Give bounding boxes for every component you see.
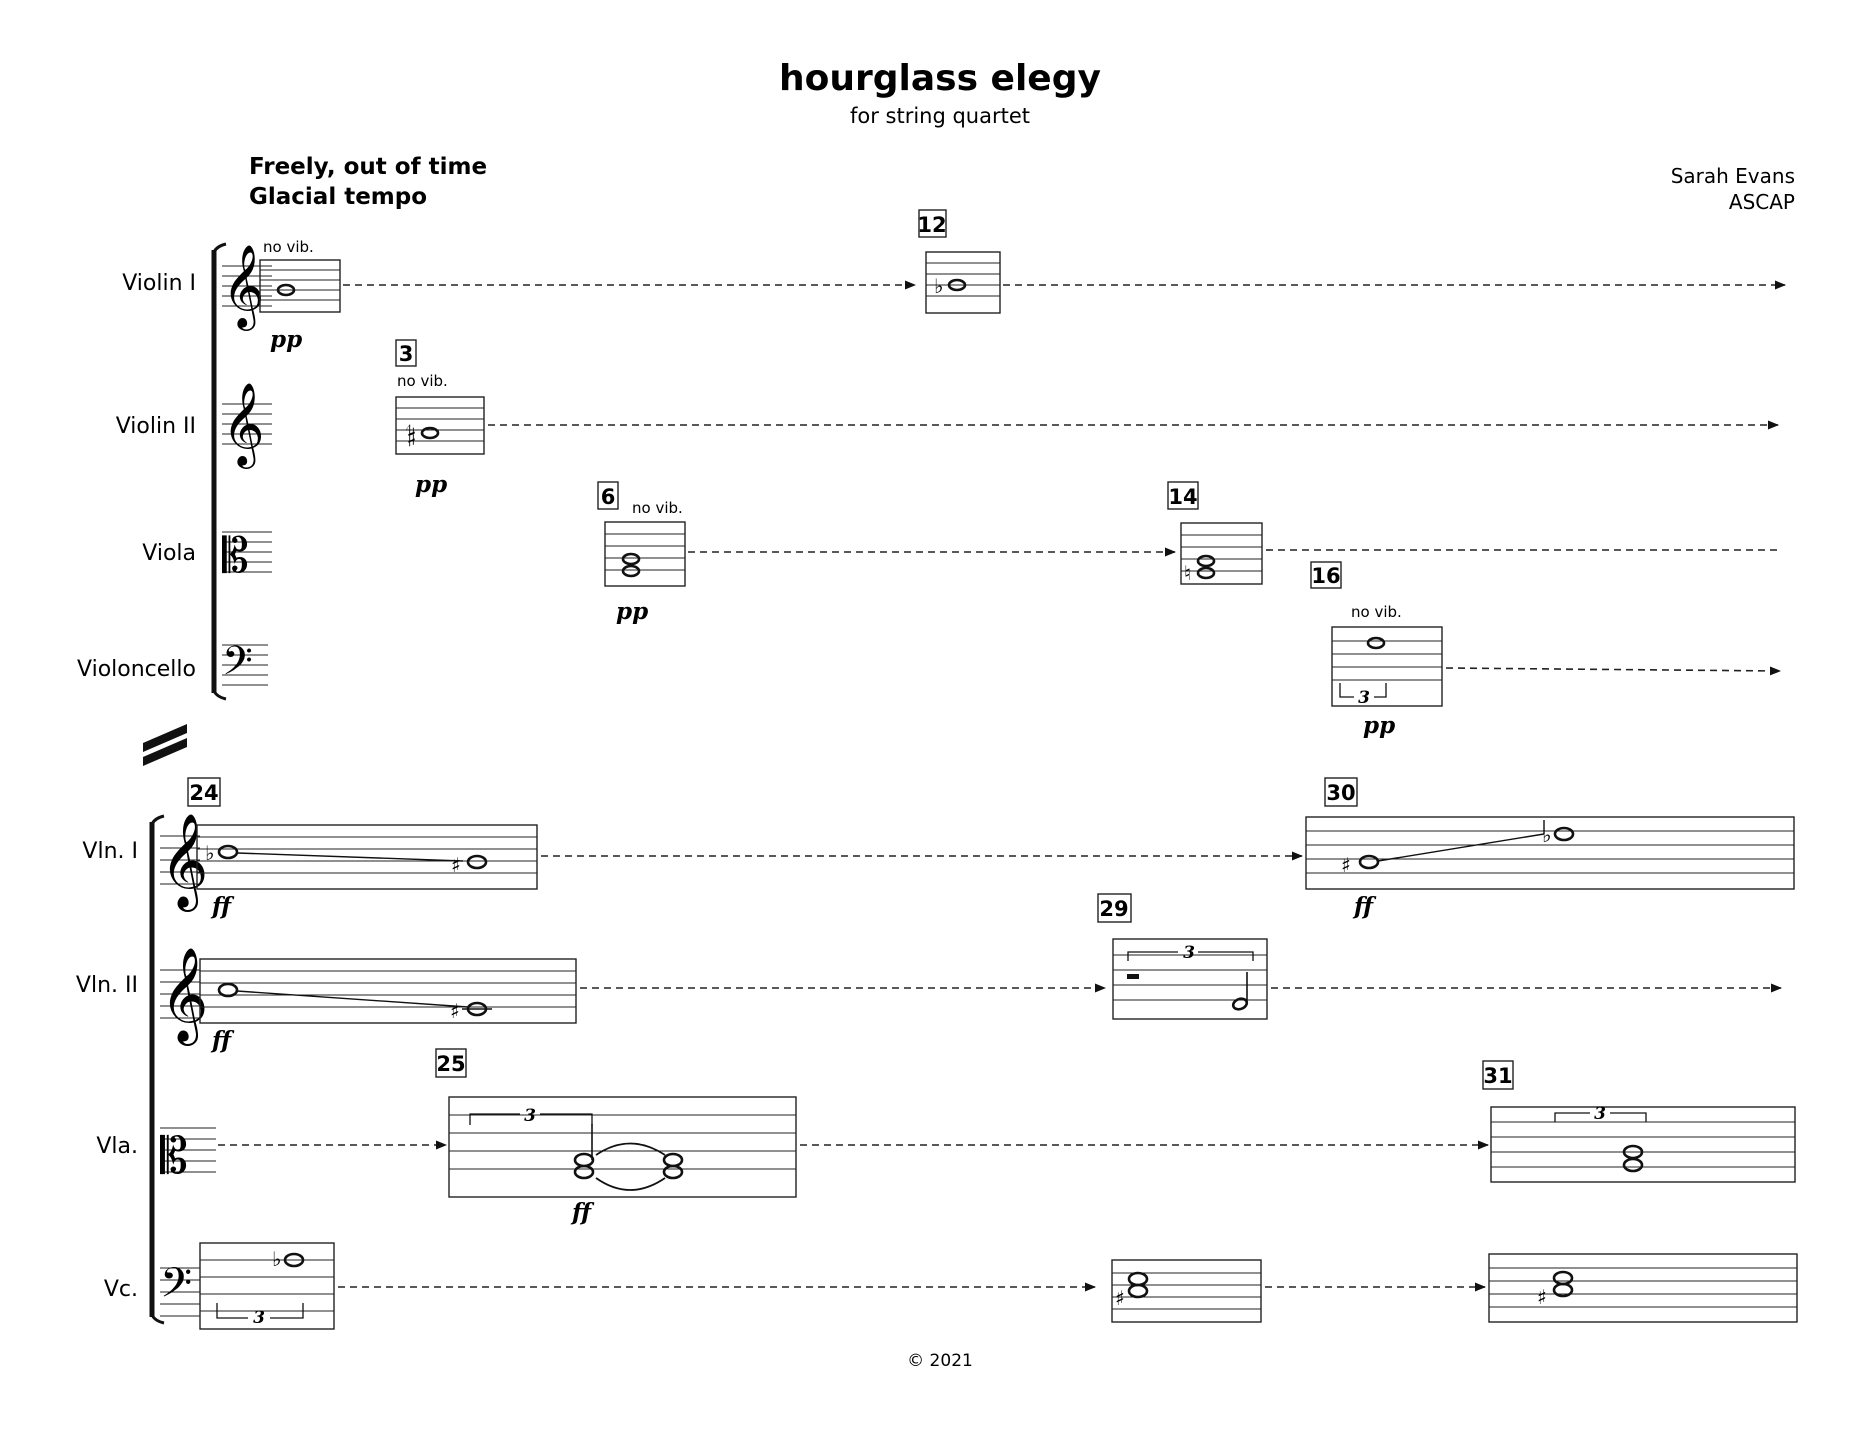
dynamic-ff: ff xyxy=(210,893,235,920)
rehearsal-box xyxy=(435,1048,467,1078)
rehearsal-box xyxy=(1097,893,1132,923)
flat-sign: ♭ xyxy=(272,1247,281,1271)
rehearsal-box xyxy=(918,209,947,238)
violin-1-box-24: ♭ ♯ xyxy=(196,824,538,890)
clef-staff-violin-2: 𝄞 xyxy=(160,947,208,1046)
treble-clef-icon: 𝄞 xyxy=(222,243,265,331)
viola-box-6 xyxy=(604,521,686,587)
sharp-sign: ♯ xyxy=(1537,1285,1547,1309)
rehearsal-mark-30: 30 xyxy=(1326,781,1355,805)
instrument-label-cello: Violoncello xyxy=(77,657,196,682)
dynamic-pp: pp xyxy=(1363,712,1395,739)
clef-staff-cello: 𝄢 xyxy=(160,1259,200,1317)
instrument-label-violin-2: Violin II xyxy=(116,414,196,439)
rehearsal-box xyxy=(1167,481,1199,510)
composer-org: ASCAP xyxy=(1729,190,1795,214)
flat-sign: ♭ xyxy=(934,274,943,298)
flat-sign: ♭ xyxy=(1542,823,1551,847)
clef-staff-violin-1: 𝄞 xyxy=(160,813,208,912)
treble-clef-icon: 𝄞 xyxy=(160,947,208,1046)
treble-clef-icon: 𝄞 xyxy=(222,381,265,469)
rehearsal-box xyxy=(1324,777,1358,807)
triplet-number: 3 xyxy=(253,1308,265,1328)
sharp-sign: ♯ xyxy=(1341,853,1351,877)
no-vib-label: no vib. xyxy=(1351,603,1402,621)
dashed-arrow-icon xyxy=(1445,666,1782,676)
clef-staff-viola: 𝄡 xyxy=(222,528,272,584)
dynamic-ff: ff xyxy=(570,1199,595,1226)
rehearsal-mark-29: 29 xyxy=(1099,897,1128,921)
rehearsal-mark-16: 16 xyxy=(1311,564,1340,588)
copyright-notice: © 2021 xyxy=(907,1351,973,1371)
instrument-label-violin-1: Violin I xyxy=(122,271,196,296)
instrument-label-violin-1: Vln. I xyxy=(82,839,138,864)
bass-clef-icon: 𝄢 xyxy=(160,1259,192,1317)
rehearsal-mark-12: 12 xyxy=(917,213,946,237)
rehearsal-box xyxy=(395,339,417,367)
triplet-number: 3 xyxy=(1358,688,1370,708)
rehearsal-box xyxy=(1482,1060,1514,1090)
flat-sign: ♭ xyxy=(205,841,214,865)
clef-staff-violin-2: 𝄞 xyxy=(222,381,272,469)
instrument-label-viola: Vla. xyxy=(96,1134,138,1159)
instrument-label-viola: Viola xyxy=(142,541,196,566)
violin-1-box-start xyxy=(259,259,341,313)
sharp-sign: ♯ xyxy=(1115,1286,1125,1310)
clef-staff-cello: 𝄢 xyxy=(222,638,268,694)
system-1: Violin I Violin II Viola Violoncello 𝄞 𝄞… xyxy=(77,209,1787,739)
no-vib-label: no vib. xyxy=(263,238,314,256)
triplet-number: 3 xyxy=(524,1106,536,1126)
dynamic-pp: pp xyxy=(616,598,648,625)
rehearsal-box xyxy=(1310,561,1342,589)
cello-box-29: ♯ xyxy=(1111,1259,1262,1323)
rehearsal-box xyxy=(597,481,619,510)
dynamic-pp: pp xyxy=(415,471,447,498)
system-break-icon xyxy=(143,724,187,766)
clef-staff-viola: 𝄡 xyxy=(160,1127,216,1185)
sharp-sign: ♯ xyxy=(450,999,460,1023)
viola-box-14: ♮ xyxy=(1180,522,1263,585)
rehearsal-mark-24: 24 xyxy=(189,781,218,805)
system-2: Vln. I Vln. II Vla. Vc. 𝄞 𝄞 𝄡 𝄢 24 ♭ xyxy=(76,777,1798,1330)
rehearsal-mark-31: 31 xyxy=(1483,1064,1512,1088)
composer-name: Sarah Evans xyxy=(1671,164,1795,188)
triplet-number: 3 xyxy=(1594,1104,1606,1124)
violin-1-box-12: ♭ xyxy=(925,251,1001,314)
page-title: hourglass elegy xyxy=(779,58,1101,99)
violin-2-box-24: ♯ xyxy=(199,958,577,1024)
cello-box-31: ♯ xyxy=(1488,1253,1798,1323)
rehearsal-mark-14: 14 xyxy=(1168,485,1197,509)
no-vib-label: no vib. xyxy=(397,372,448,390)
tempo-line-2: Glacial tempo xyxy=(249,184,427,210)
clef-staff-violin-1: 𝄞 xyxy=(222,243,272,331)
instrument-label-cello: Vc. xyxy=(104,1277,138,1302)
page-subtitle: for string quartet xyxy=(850,104,1030,128)
tempo-line-1: Freely, out of time xyxy=(249,154,487,180)
triplet-number: 3 xyxy=(1183,943,1195,963)
dynamic-ff: ff xyxy=(210,1027,235,1054)
instrument-label-violin-2: Vln. II xyxy=(76,973,138,998)
rehearsal-mark-3: 3 xyxy=(399,342,414,366)
dynamic-ff: ff xyxy=(1352,893,1377,920)
treble-clef-icon: 𝄞 xyxy=(160,813,208,912)
cello-box-24: ♭ 3 xyxy=(199,1242,335,1330)
quarter-sharp-sign: 𝄲 xyxy=(406,422,415,447)
alto-clef-icon: 𝄡 xyxy=(222,528,249,584)
bass-clef-icon: 𝄢 xyxy=(222,638,253,694)
cello-box-16: 3 xyxy=(1331,626,1443,708)
viola-box-31: 3 xyxy=(1490,1104,1796,1183)
violin-1-box-30: ♯ ♭ xyxy=(1305,816,1795,890)
sharp-sign: ♯ xyxy=(451,853,461,877)
alto-clef-icon: 𝄡 xyxy=(160,1127,188,1185)
viola-box-25: 3 xyxy=(448,1096,797,1198)
no-vib-label: no vib. xyxy=(632,499,683,517)
rehearsal-box xyxy=(187,777,221,807)
violin-2-box-3: 𝄲 xyxy=(395,396,485,455)
rehearsal-mark-6: 6 xyxy=(601,485,616,509)
dynamic-pp: pp xyxy=(270,326,302,353)
natural-sign: ♮ xyxy=(1184,561,1191,585)
violin-2-box-29: 3 xyxy=(1112,938,1268,1020)
rehearsal-mark-25: 25 xyxy=(436,1052,465,1076)
